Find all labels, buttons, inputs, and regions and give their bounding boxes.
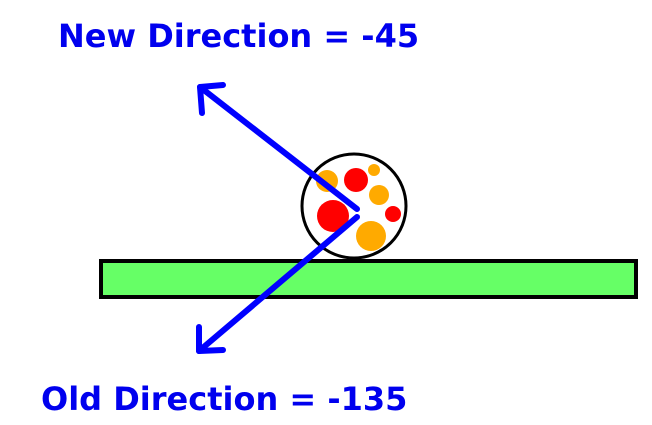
- ball-spot: [369, 185, 389, 205]
- ball-spot: [356, 221, 386, 251]
- old-direction-shaft: [196, 214, 360, 354]
- ball-spot: [368, 164, 380, 176]
- ball-spot: [317, 200, 349, 232]
- old-direction-arrowhead: [196, 324, 226, 354]
- ball-spot: [344, 168, 368, 192]
- ball-spot: [385, 206, 401, 222]
- new-direction-label: New Direction = -45: [58, 17, 420, 55]
- new-direction-shaft: [197, 84, 360, 212]
- old-direction-label: Old Direction = -135: [41, 380, 408, 418]
- green-platform: [99, 259, 638, 299]
- new-direction-arrowhead: [197, 82, 226, 116]
- arrow-down-left-icon: [196, 214, 360, 354]
- arrow-up-left-icon: [197, 82, 360, 212]
